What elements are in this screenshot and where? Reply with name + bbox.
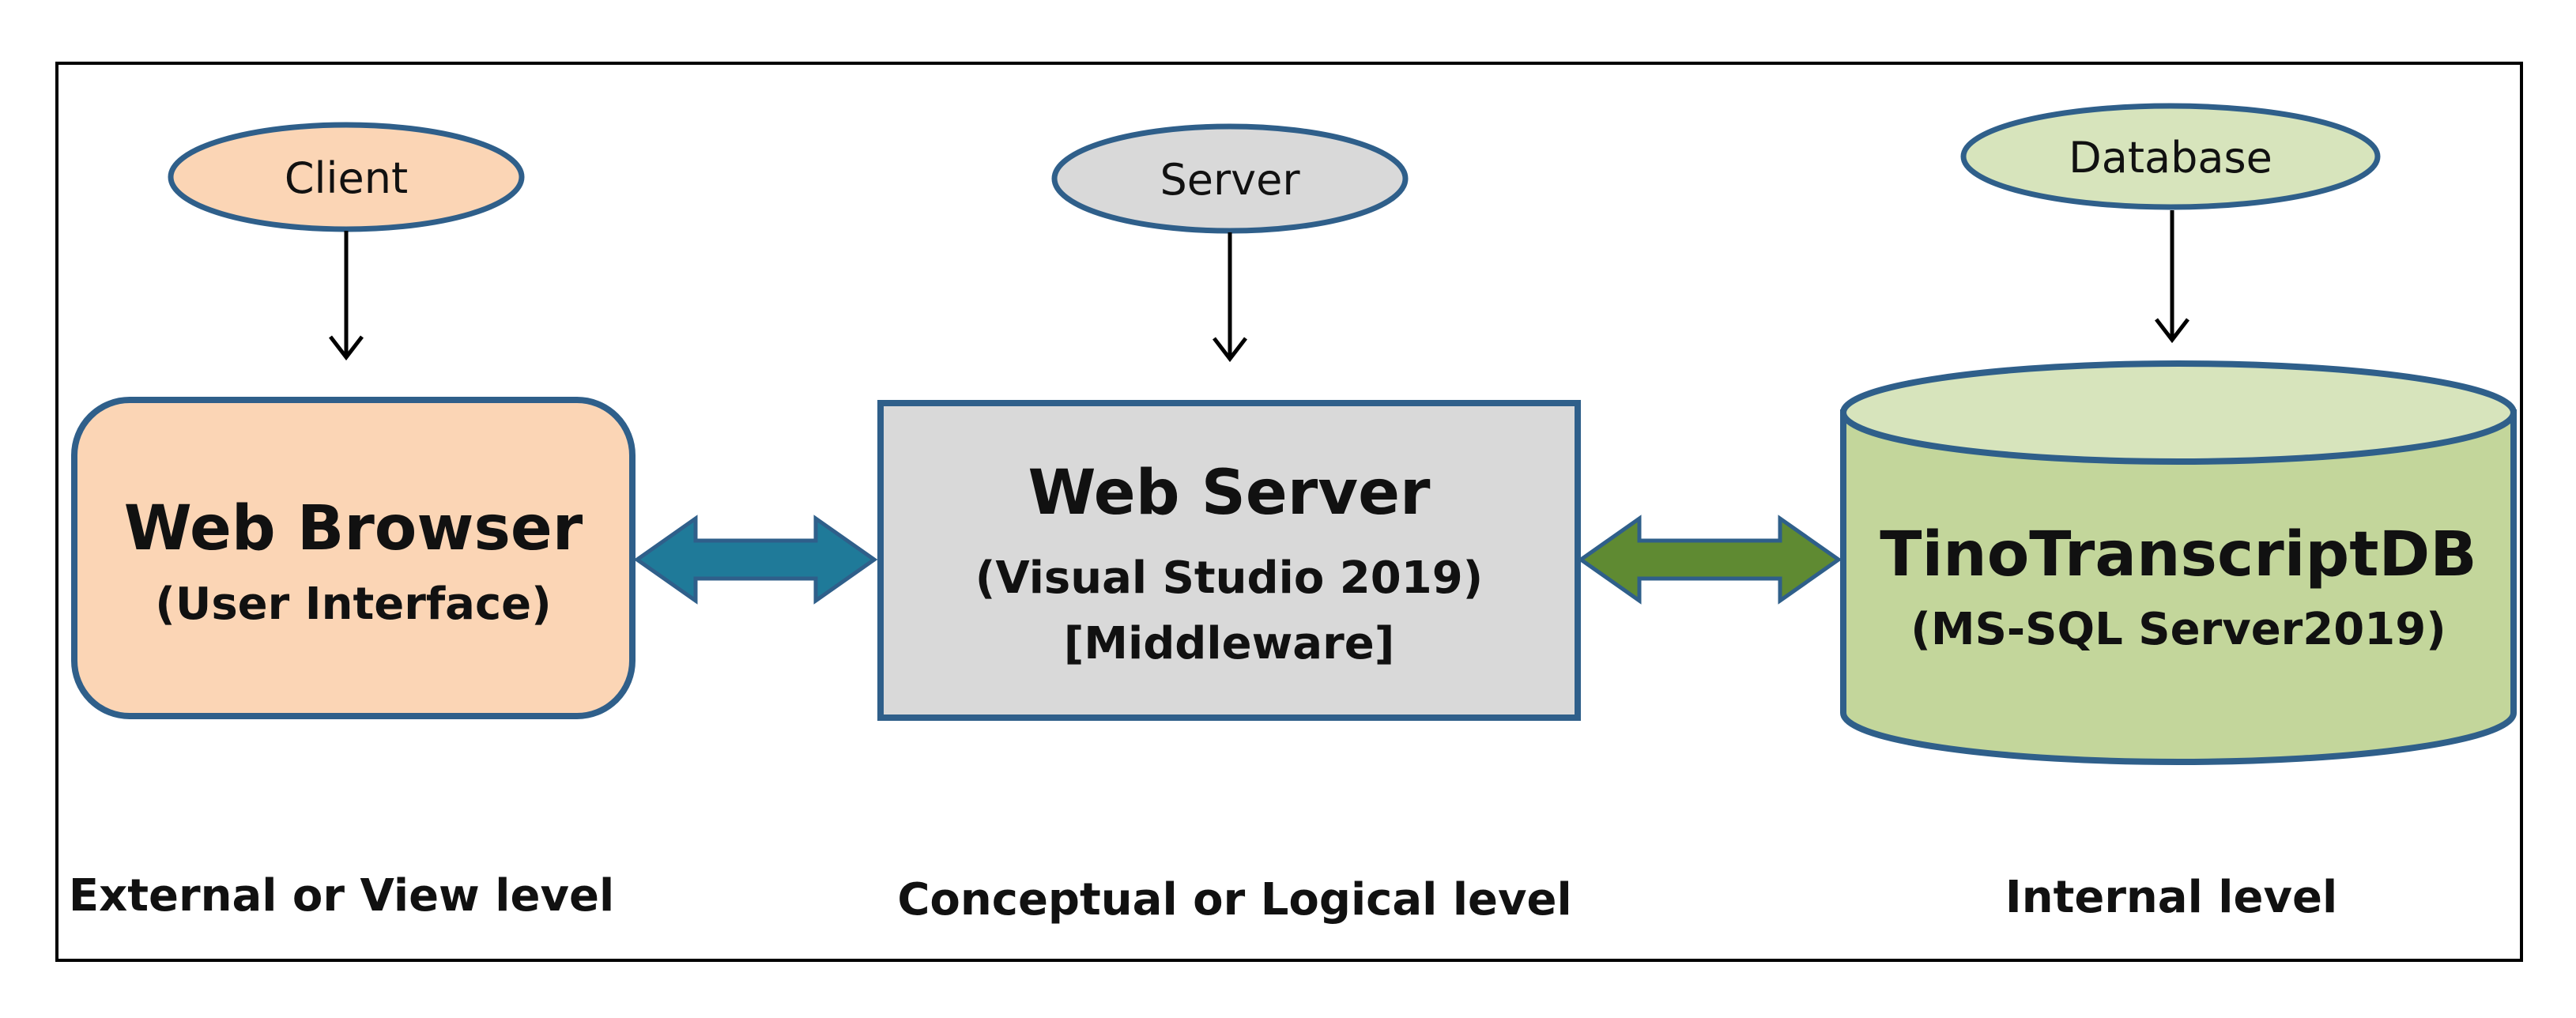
external-level-label: External or View level [69, 870, 614, 922]
web-browser-subtitle: (User Interface) [155, 579, 551, 630]
web-server-subtitle-1: (Visual Studio 2019) [975, 552, 1484, 604]
database-cylinder-top [1840, 360, 2517, 465]
web-browser-title: Web Browser [124, 493, 583, 564]
database-cylinder [1840, 360, 2517, 765]
database-cylinder-body [1840, 409, 2517, 765]
web-browser-box [71, 397, 636, 719]
database-arrow-head [2155, 318, 2189, 344]
server-database-double-arrow [1577, 515, 1842, 605]
web-server-title: Web Server [1028, 458, 1431, 529]
web-server-subtitle-2: [Middleware] [1064, 618, 1395, 669]
server-oval [1051, 123, 1409, 234]
client-label: Client [285, 153, 408, 203]
client-oval [168, 122, 525, 232]
database-oval [1960, 103, 2381, 210]
database-subtitle: (MS-SQL Server2019) [1910, 604, 2446, 655]
database-title: TinoTranscriptDB [1880, 519, 2477, 590]
server-label: Server [1160, 155, 1300, 205]
client-server-double-arrow [633, 515, 878, 605]
database-label: Database [2069, 133, 2272, 183]
server-arrow-head [1213, 337, 1247, 363]
web-server-box [877, 400, 1581, 721]
client-arrow-head [329, 335, 364, 361]
internal-level-label: Internal level [2005, 872, 2337, 923]
conceptual-level-label: Conceptual or Logical level [897, 874, 1571, 926]
